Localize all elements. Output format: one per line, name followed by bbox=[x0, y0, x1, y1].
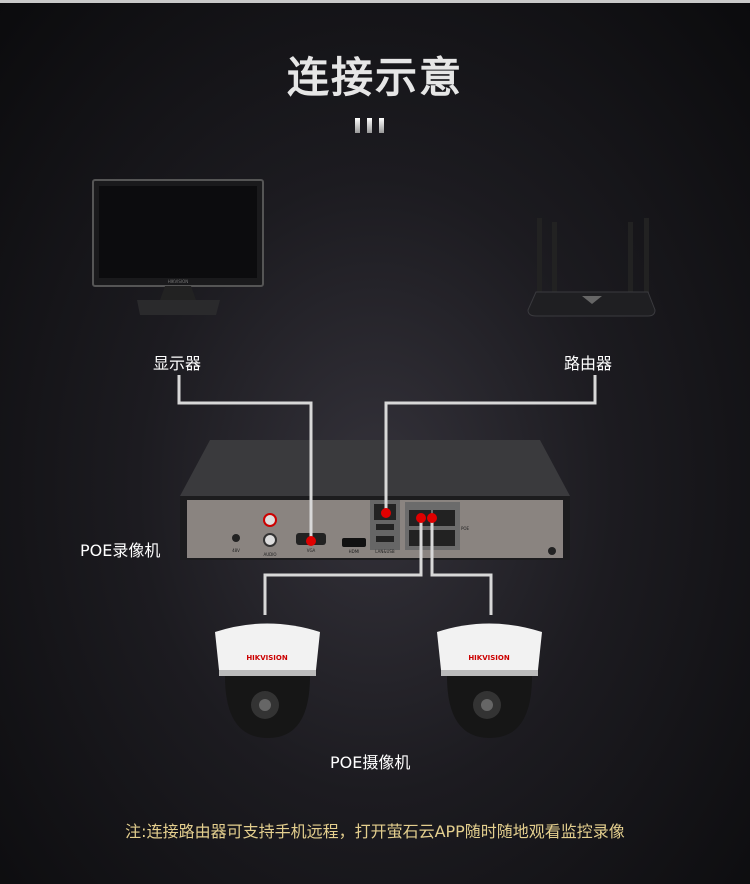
monitor-label: 显示器 bbox=[153, 354, 202, 373]
svg-text:HDMI: HDMI bbox=[349, 549, 360, 554]
port-connectors bbox=[306, 508, 437, 546]
monitor-image: HIKVISION bbox=[92, 179, 264, 315]
router-image bbox=[527, 218, 656, 317]
camera-image-1: HIKVISION bbox=[215, 623, 320, 738]
svg-text:48V: 48V bbox=[232, 548, 240, 553]
camera-image-2: HIKVISION bbox=[437, 623, 542, 738]
footnote: 注:连接路由器可支持手机远程，打开萤石云APP随时随地观看监控录像 bbox=[125, 822, 625, 841]
svg-text:VGA: VGA bbox=[307, 548, 316, 553]
title-decoration bbox=[355, 118, 384, 133]
router-label: 路由器 bbox=[564, 354, 613, 373]
svg-text:HIKVISION: HIKVISION bbox=[246, 654, 288, 662]
nvr-image: 48V AUDIO VGA HDMI LAN&USB POE bbox=[180, 440, 570, 560]
connection-lines bbox=[177, 375, 597, 615]
svg-text:HIKVISION: HIKVISION bbox=[168, 279, 189, 284]
camera-label: POE摄像机 bbox=[330, 753, 411, 772]
svg-text:POE: POE bbox=[461, 526, 470, 531]
svg-text:HIKVISION: HIKVISION bbox=[468, 654, 510, 662]
svg-text:LAN&USB: LAN&USB bbox=[375, 549, 395, 554]
svg-text:AUDIO: AUDIO bbox=[263, 552, 276, 557]
page-title: 连接示意 bbox=[286, 53, 463, 102]
top-divider bbox=[0, 0, 750, 3]
nvr-label: POE录像机 bbox=[80, 541, 161, 560]
